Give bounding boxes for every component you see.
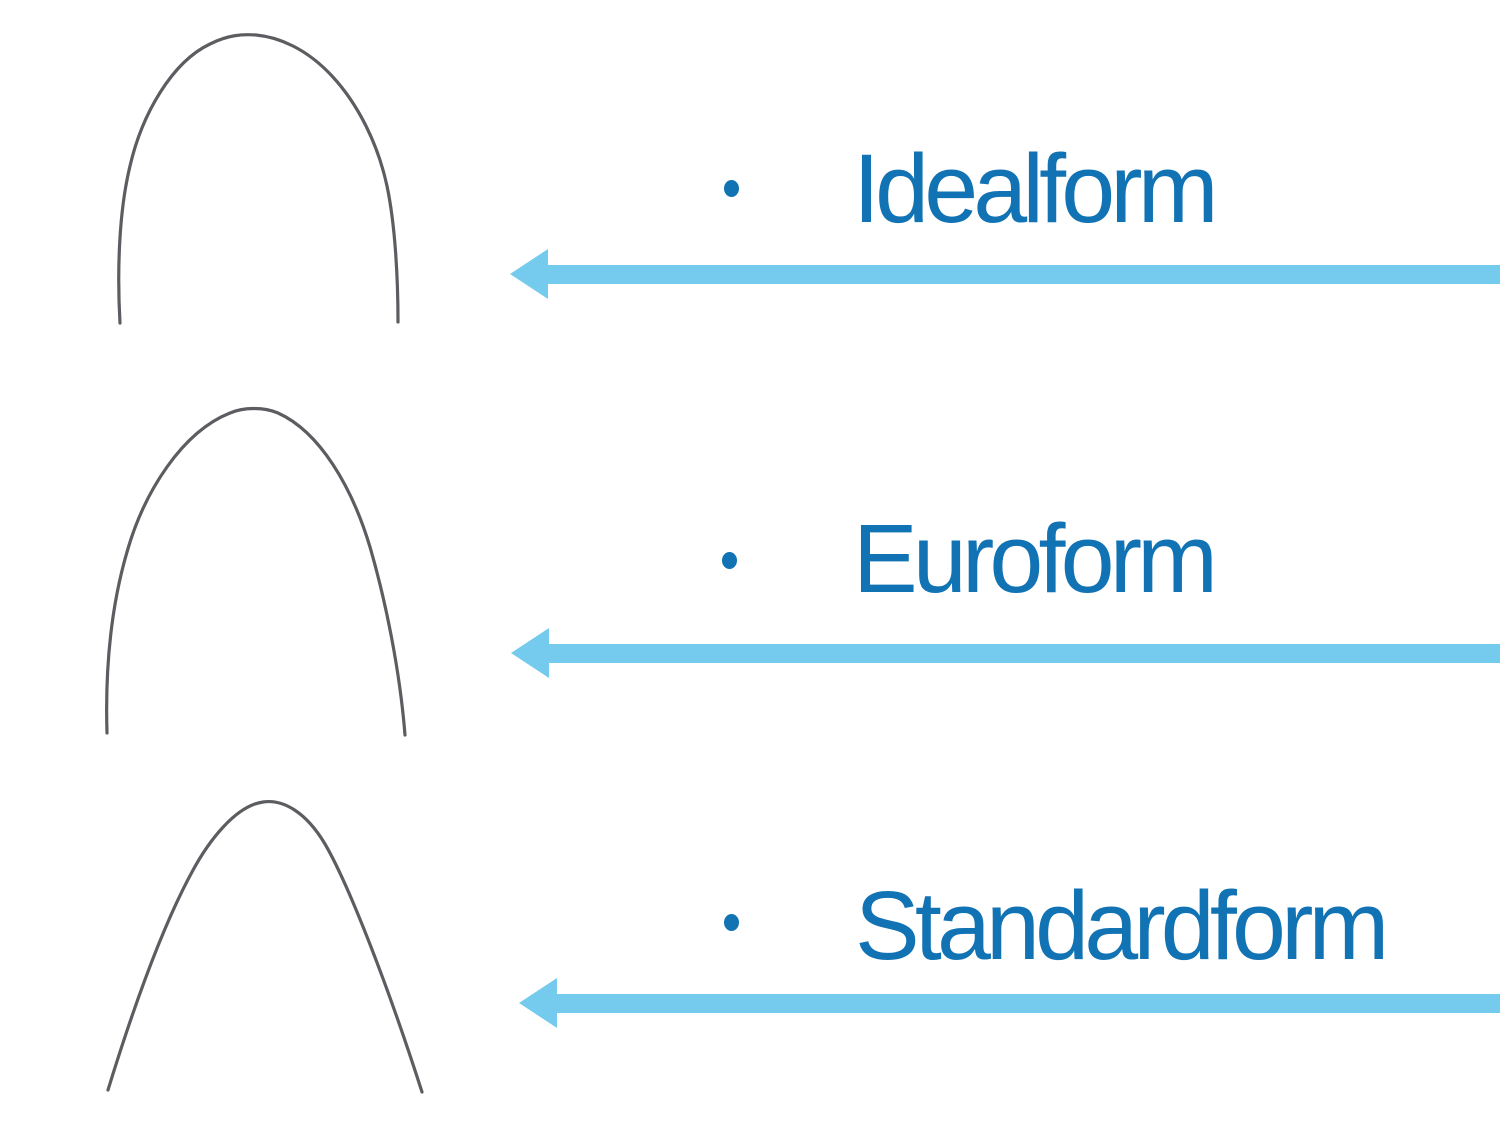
bullet-icon <box>724 180 739 197</box>
idealform-archwire-image <box>110 26 406 326</box>
label-euroform: Euroform <box>853 504 1218 613</box>
arrow-shaft <box>548 264 1500 284</box>
euroform-archwire-path <box>105 406 407 737</box>
arrow-head-icon <box>510 249 548 299</box>
label-idealform: Idealform <box>853 134 1219 243</box>
standardform-archwire-image <box>100 792 425 1097</box>
arrow-to-idealform <box>510 249 1500 299</box>
arrow-to-euroform <box>511 628 1500 678</box>
arrow-head-icon <box>519 978 557 1028</box>
arrow-shaft <box>549 643 1500 663</box>
bullet-icon <box>722 552 737 569</box>
arrow-head-icon <box>511 628 549 678</box>
arrow-to-standardform <box>519 978 1500 1028</box>
bullet-icon <box>724 914 739 931</box>
arrow-shaft <box>557 993 1500 1013</box>
label-standardform: Standardform <box>855 871 1389 980</box>
idealform-archwire-path <box>117 33 400 325</box>
standardform-archwire-path <box>106 799 424 1094</box>
euroform-archwire-image <box>102 402 408 738</box>
